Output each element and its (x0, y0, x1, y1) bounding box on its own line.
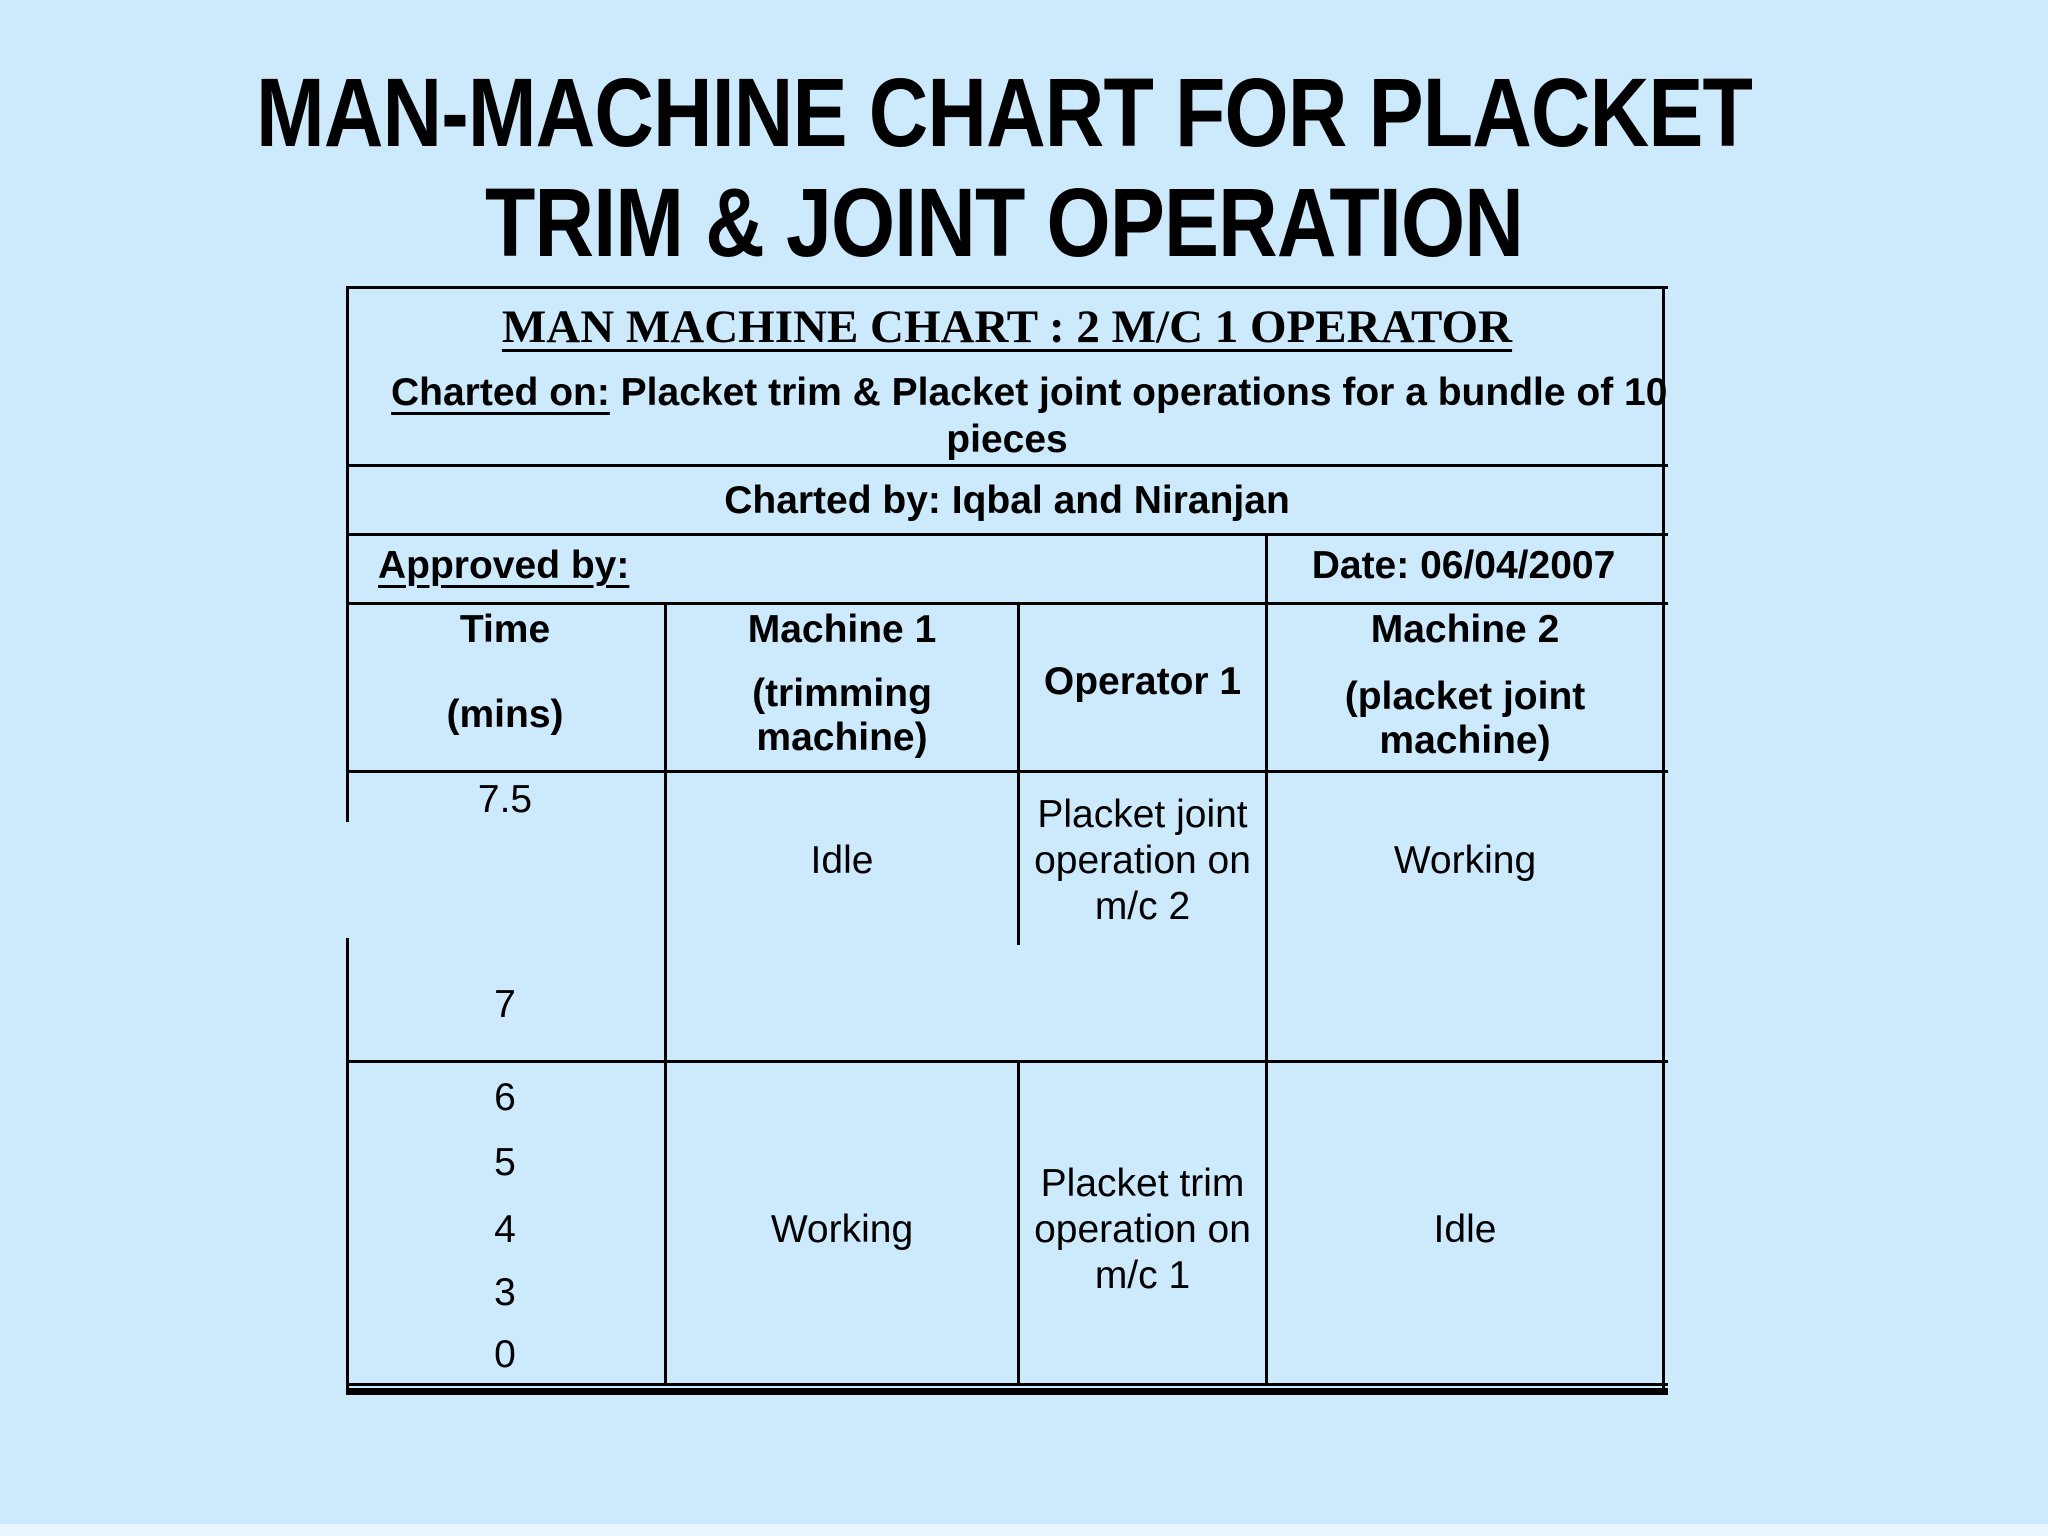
table-border-left-upper (346, 286, 349, 822)
charted-by: Charted by: Iqbal and Niranjan (724, 479, 1290, 522)
row1-time-start: 7.5 (477, 778, 533, 821)
table-border-left-lower (346, 938, 349, 1395)
table-border-between-rows (346, 1060, 1668, 1063)
divider-machine1-operator-lower (1017, 1060, 1020, 1386)
man-machine-table: MAN MACHINE CHART : 2 M/C 1 OPERATOR Cha… (346, 286, 1668, 1398)
divider-operator-machine2 (1265, 533, 1268, 1386)
col-header-machine1-sub: (trimming machine) (752, 672, 932, 759)
page-title-line-2: TRIM & JOINT OPERATION (485, 168, 1524, 277)
col-header-time-sub: (mins) (446, 693, 564, 736)
table-heading: MAN MACHINE CHART : 2 M/C 1 OPERATOR (501, 301, 1513, 353)
divider-time-machine1 (664, 602, 667, 1386)
row2-operator-task: Placket trim operation on m/c 1 (1034, 1162, 1251, 1297)
page-title-line-1: MAN-MACHINE CHART FOR PLACKET (256, 58, 1753, 167)
row1-machine2-status: Working (1393, 839, 1537, 882)
col-header-time: Time (459, 608, 551, 651)
table-border-top (346, 286, 1668, 289)
row1-machine1-status: Idle (810, 839, 874, 882)
row1-operator-task: Placket joint operation on m/c 2 (1034, 793, 1251, 928)
row2-machine1-status: Working (770, 1208, 914, 1251)
approved-by-label: Approved by: (378, 544, 630, 587)
row2-time-mark: 6 (494, 1076, 516, 1119)
slide-bottom-edge (0, 1524, 2048, 1536)
row1-time-end: 7 (494, 983, 516, 1026)
table-border-right (1662, 286, 1665, 1395)
col-header-machine2-sub: (placket joint machine) (1344, 675, 1586, 762)
table-border-after-header (346, 770, 1668, 773)
row2-time-mark: 0 (494, 1333, 516, 1376)
table-border-bottom-thin (346, 1383, 1668, 1386)
table-border-after-charted-on (346, 464, 1668, 467)
row2-time-mark: 5 (494, 1141, 516, 1184)
table-border-after-approved (346, 602, 1668, 605)
row2-time-mark: 3 (494, 1271, 516, 1314)
table-border-after-charted-by (346, 533, 1668, 536)
row2-machine2-status: Idle (1433, 1208, 1497, 1251)
col-header-machine1: Machine 1 (747, 608, 937, 651)
charted-on-label: Charted on: (391, 371, 610, 414)
col-header-machine2: Machine 2 (1370, 608, 1560, 651)
charted-on-line: Charted on: Placket trim & Placket joint… (391, 370, 1667, 416)
page-title: MAN-MACHINE CHART FOR PLACKET TRIM & JOI… (134, 58, 1875, 278)
divider-machine1-operator-upper (1017, 602, 1020, 945)
row2-time-mark: 4 (494, 1208, 516, 1251)
charted-on-line2: pieces (946, 418, 1068, 461)
col-header-operator1: Operator 1 (1043, 660, 1242, 703)
table-border-bottom-thick (346, 1388, 1668, 1395)
charted-on-text: Placket trim & Placket joint operations … (609, 371, 1668, 414)
date-label: Date: 06/04/2007 (1311, 544, 1616, 587)
